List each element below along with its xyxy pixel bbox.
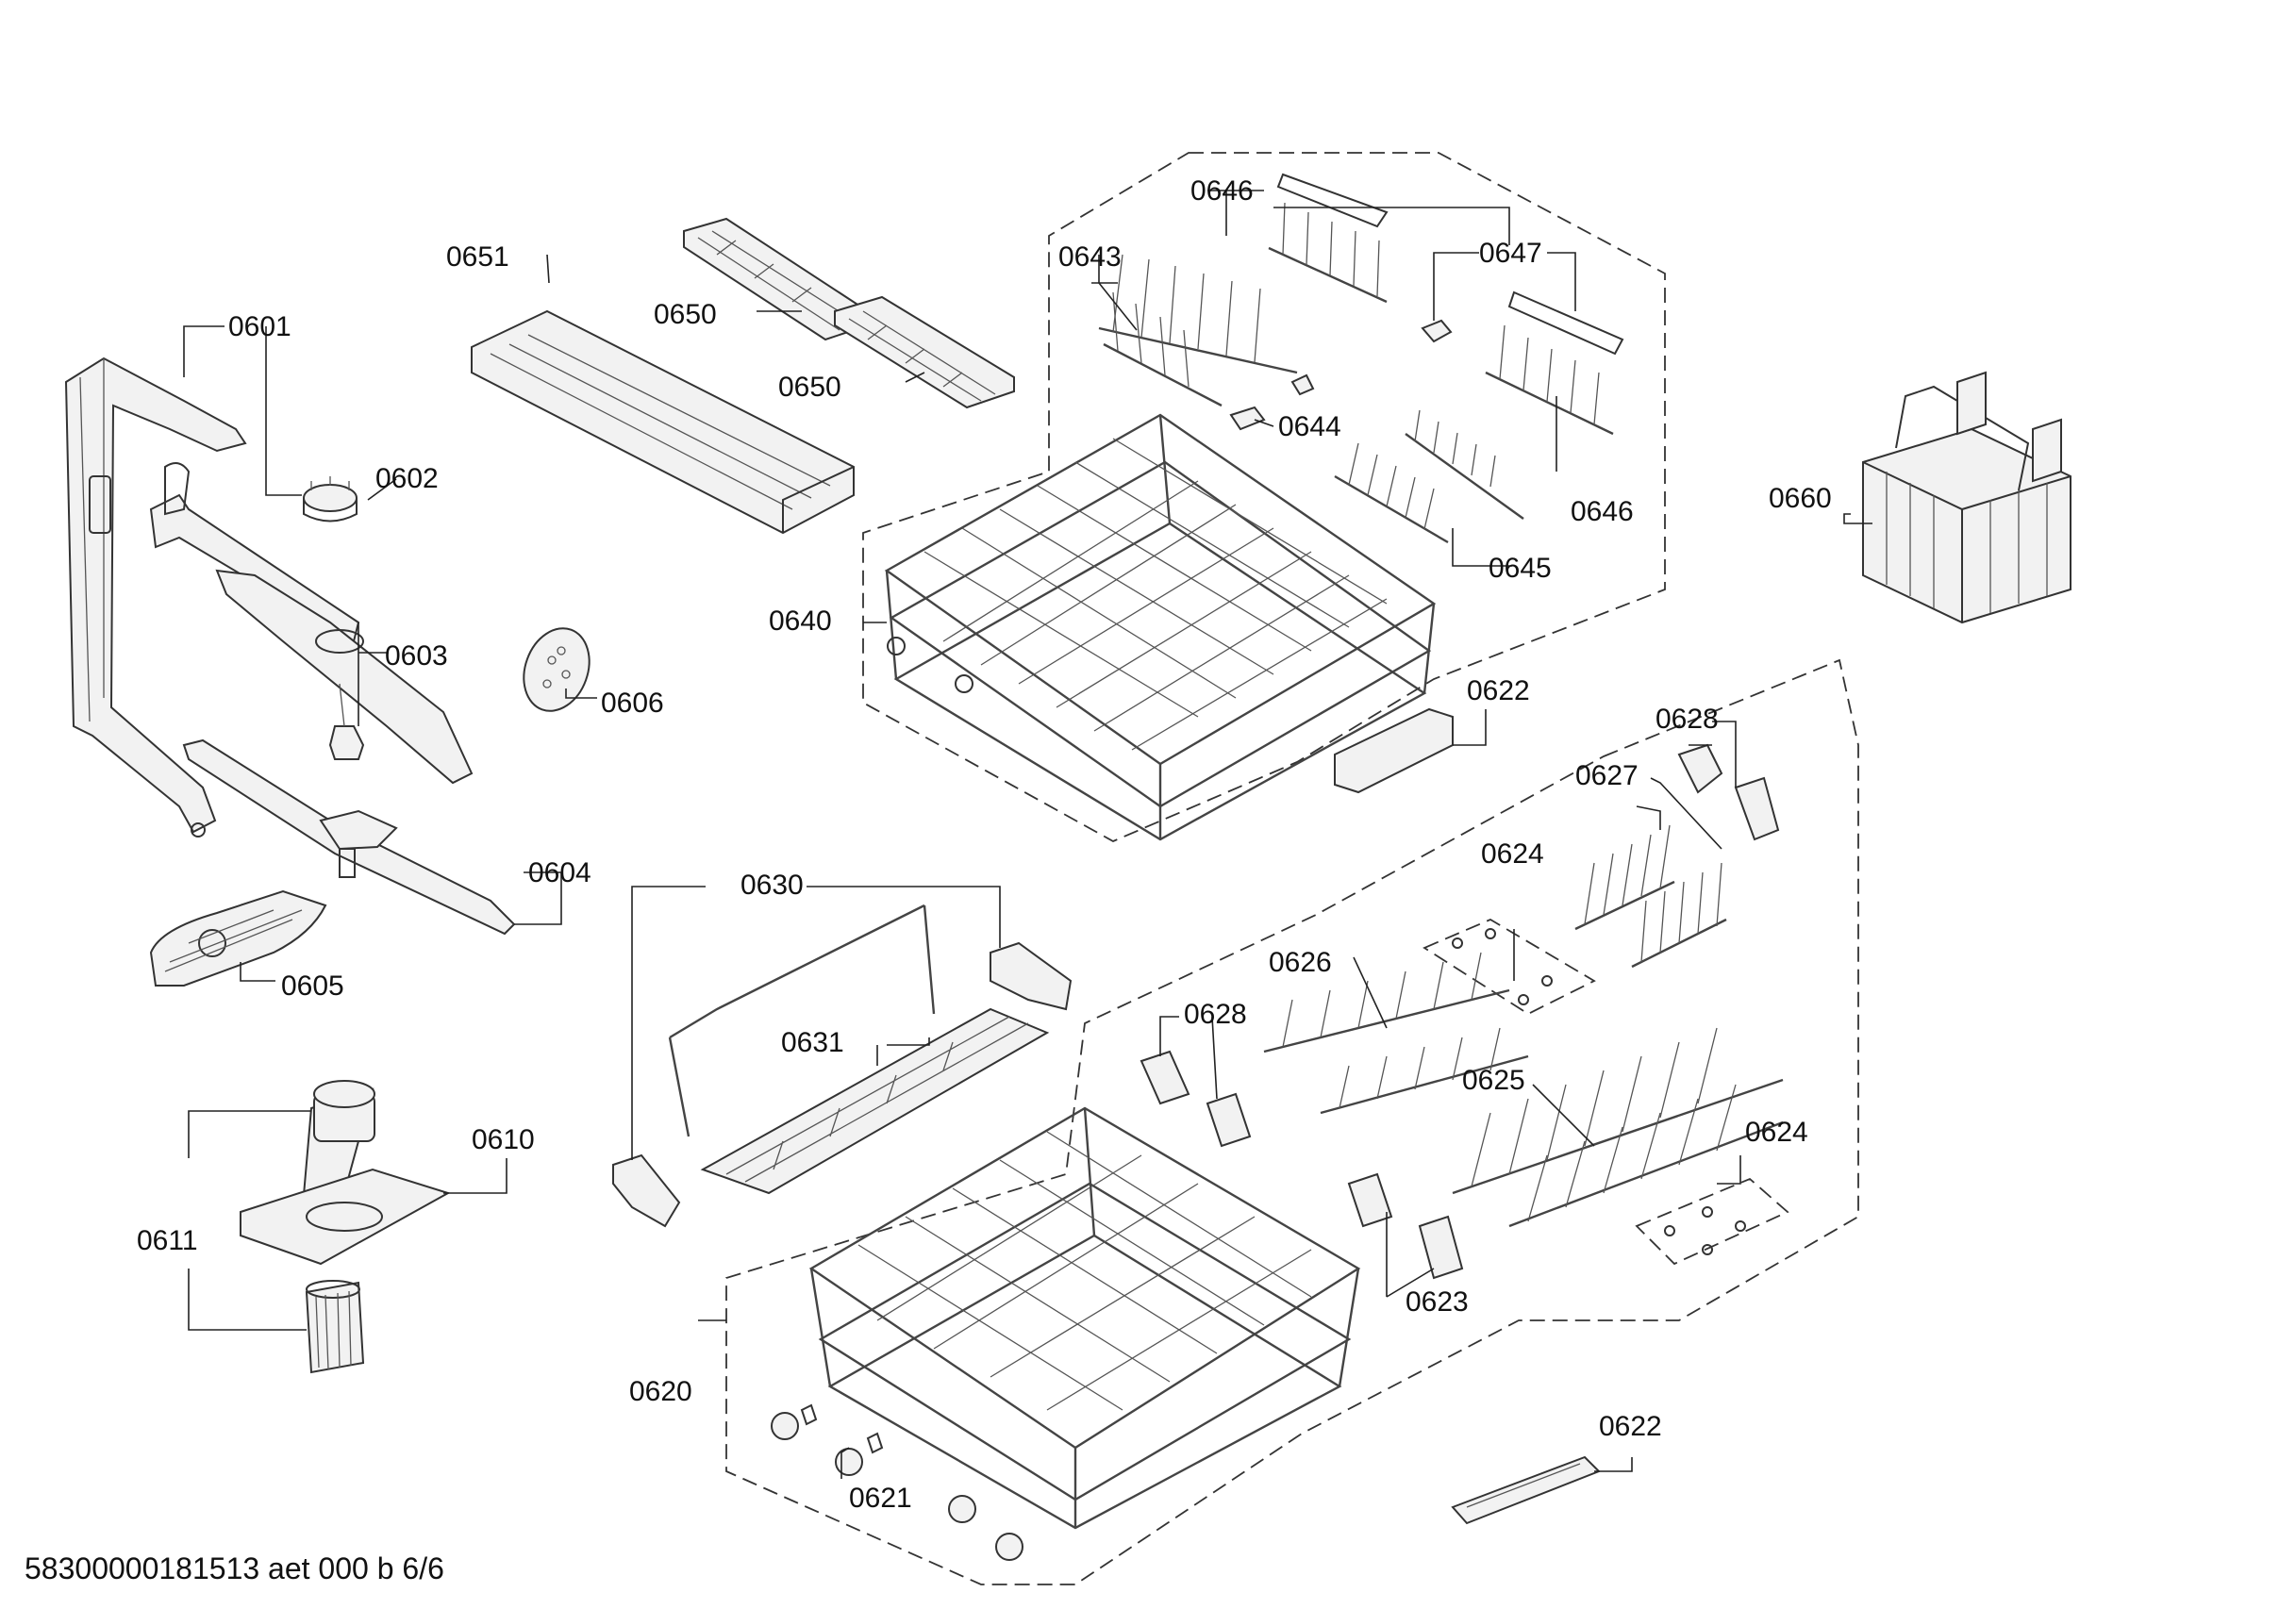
callout-0651: 0651 <box>446 241 509 273</box>
tine-rack-0626 <box>1263 952 1529 1115</box>
clip-0644 <box>1229 373 1315 431</box>
cutlery-insert-lower <box>834 295 1015 409</box>
upper-basket-group-boundary <box>862 152 1666 843</box>
holder-0623 <box>1347 1172 1464 1280</box>
callout-0620: 0620 <box>629 1376 692 1407</box>
callout-0610: 0610 <box>472 1124 535 1155</box>
callout-0643: 0643 <box>1058 241 1122 273</box>
callout-0622-upper: 0622 <box>1467 675 1530 706</box>
callout-0604: 0604 <box>528 857 591 888</box>
cutlery-tray-part <box>471 309 855 535</box>
tine-rack-0643 <box>1098 254 1298 407</box>
callout-0625: 0625 <box>1462 1065 1525 1096</box>
tine-rack-0625 <box>1452 1027 1784 1228</box>
callout-0628-lower: 0628 <box>1184 999 1247 1030</box>
callout-0644: 0644 <box>1278 411 1341 442</box>
wheels-0621 <box>771 1403 1023 1561</box>
callout-0647: 0647 <box>1479 238 1542 269</box>
leader-lines <box>183 190 1872 1479</box>
callout-0627: 0627 <box>1575 760 1639 791</box>
lower-basket-part <box>808 1106 1361 1530</box>
callout-0640: 0640 <box>769 605 832 637</box>
callout-0605: 0605 <box>281 970 344 1002</box>
cutlery-rail-0631 <box>700 1007 1050 1195</box>
callout-0631: 0631 <box>781 1027 844 1058</box>
clip-0647 <box>1421 319 1453 343</box>
callout-0623: 0623 <box>1406 1286 1469 1318</box>
callout-0645: 0645 <box>1489 553 1552 584</box>
upper-spray-arm-part <box>149 462 474 785</box>
callout-0622-lower: 0622 <box>1599 1411 1662 1442</box>
callout-0650-upper: 0650 <box>654 299 717 330</box>
callout-0602: 0602 <box>375 463 439 494</box>
callout-0626: 0626 <box>1269 947 1332 978</box>
tine-rack-0646-top <box>1268 173 1389 304</box>
handle-0622-upper <box>1334 707 1454 794</box>
holder-0628-top <box>1677 743 1780 841</box>
feed-pipe-part <box>64 357 247 838</box>
callout-0660: 0660 <box>1769 483 1832 514</box>
callout-0621: 0621 <box>849 1483 912 1514</box>
callout-0624-upper: 0624 <box>1481 838 1544 870</box>
callout-0630: 0630 <box>740 870 804 901</box>
callout-0646-right: 0646 <box>1571 496 1634 527</box>
tine-rack-0646-right <box>1485 290 1624 436</box>
cutlery-basket-part <box>1862 371 2071 624</box>
bearing-part <box>303 476 358 523</box>
handle-0622-lower <box>1451 1455 1601 1525</box>
filter-assembly-part <box>240 1080 451 1374</box>
tine-rack-0627 <box>1574 824 1727 969</box>
lower-basket-group-boundary <box>725 658 1859 1585</box>
tine-rack-0645 <box>1334 409 1524 544</box>
document-id-footer: 58300000181513 aet 000 b 6/6 <box>25 1551 444 1585</box>
callout-0624-lower: 0624 <box>1745 1117 1808 1148</box>
filter-cover-part <box>149 889 327 987</box>
callout-0650-lower: 0650 <box>778 372 841 403</box>
callout-0611: 0611 <box>137 1225 198 1256</box>
bracket-set-0624-upper <box>1423 918 1596 1016</box>
bracket-set-0624-lower <box>1635 1177 1789 1266</box>
callout-0628-top: 0628 <box>1655 704 1719 735</box>
upper-basket-part <box>884 413 1437 841</box>
callout-0603: 0603 <box>385 640 448 672</box>
grille-disc-part <box>523 627 591 712</box>
lower-spray-arm-part <box>182 738 516 936</box>
rail-0630 <box>612 904 1073 1228</box>
holder-0628-lower <box>1140 1050 1252 1148</box>
callout-0606: 0606 <box>601 688 664 719</box>
callout-0601: 0601 <box>228 311 291 342</box>
callout-labels: 0601 0602 0603 0604 0605 0606 0610 0611 … <box>137 175 1832 1514</box>
callout-0646-top: 0646 <box>1190 175 1254 207</box>
